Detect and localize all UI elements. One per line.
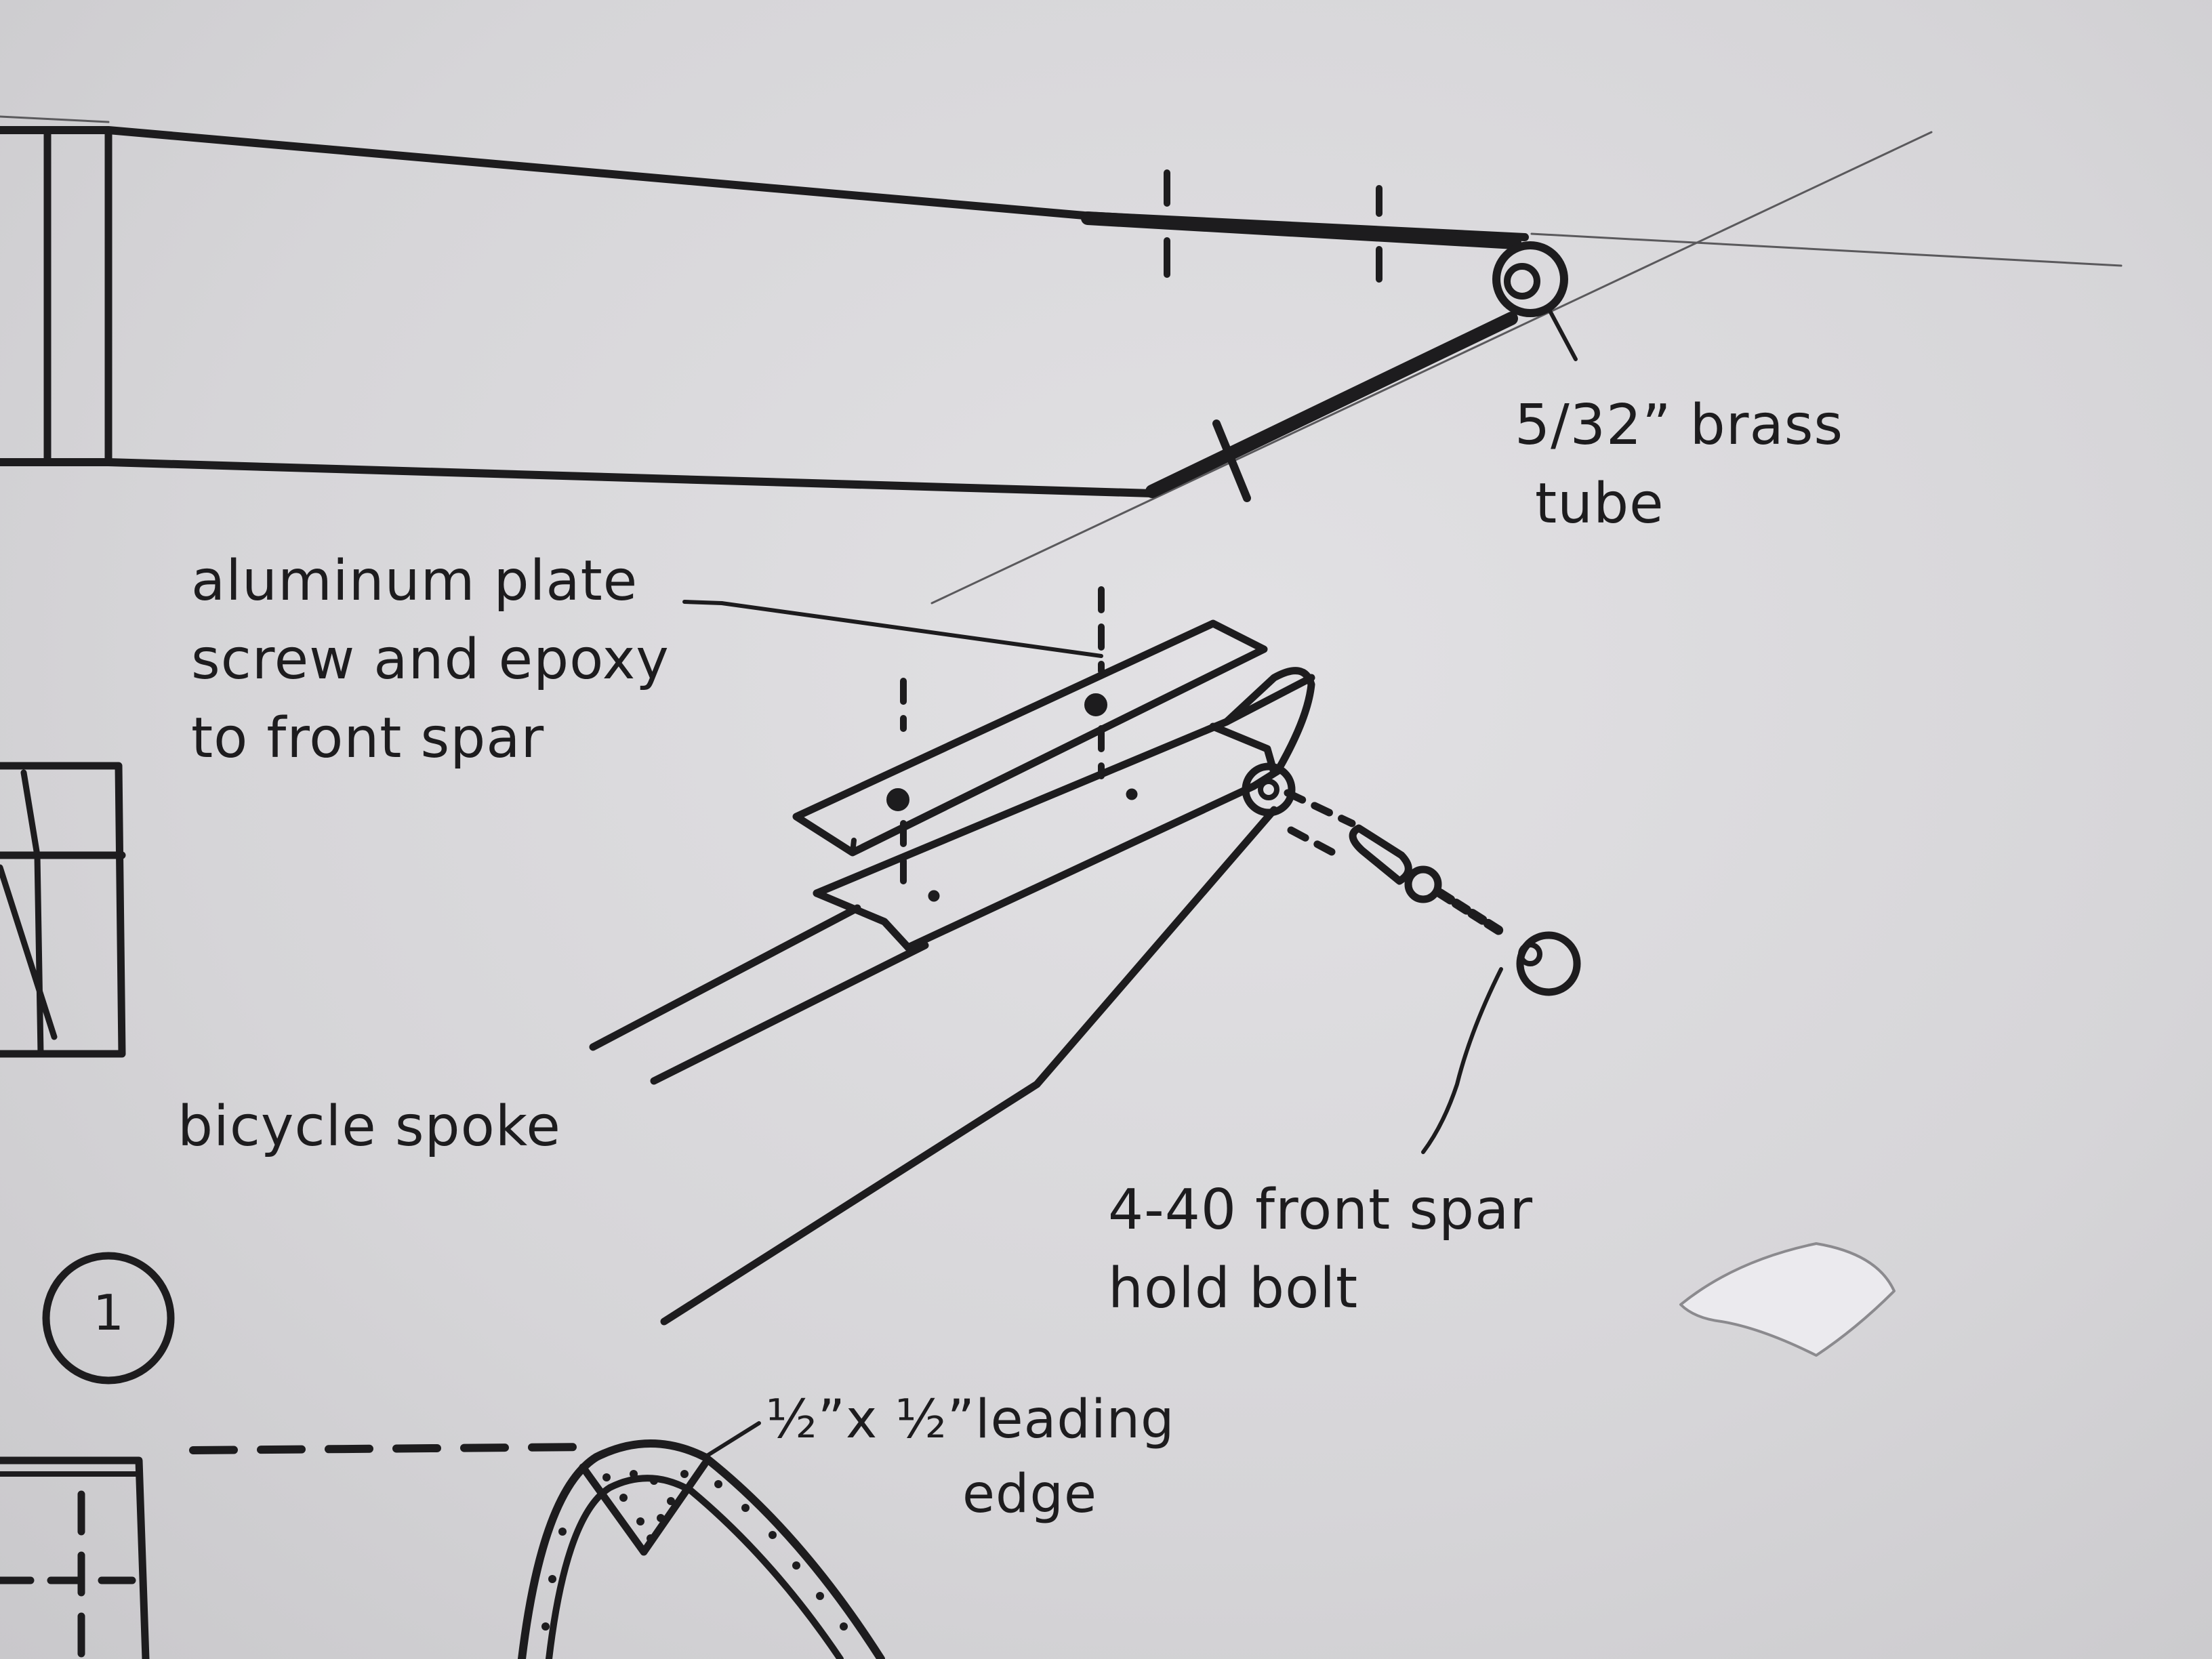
- left-detail-diag: [0, 864, 58, 1040]
- detail-callout-circle: [42, 1252, 175, 1385]
- balsa-stipple: [541, 1470, 848, 1631]
- front-spar-bottom: [904, 767, 1282, 951]
- leading-edge-label-line-2: edge: [962, 1464, 1097, 1525]
- detail-callout-number: 1: [93, 1284, 124, 1341]
- spar-reinforce-upper: [1081, 211, 1521, 249]
- brass-tube-label: 5/32” brass tube: [1515, 386, 1843, 544]
- spar-reinforce-lower: [1145, 312, 1518, 498]
- bolt-nut: [1404, 865, 1442, 903]
- bolt-axis-2: [1287, 826, 1346, 861]
- spar-hole-dot-1: [928, 890, 940, 902]
- wing-tip-upper-edge: [0, 126, 1529, 241]
- brass-tube-inner: [1504, 263, 1540, 300]
- brass-tube-leader: [1547, 306, 1578, 361]
- leading-edge-leader: [703, 1421, 761, 1459]
- spar-eye-inner: [1258, 779, 1279, 800]
- aluminum-plate-label-line-3: to front spar: [191, 706, 545, 771]
- leading-edge-label-line-1: ½”x ½”leading: [766, 1389, 1175, 1450]
- left-detail-brace: [20, 769, 44, 1057]
- wing-tip-lower-edge: [0, 314, 1515, 497]
- guide-line-diagonal: [930, 131, 1933, 605]
- bicycle-spoke-upper: [589, 904, 861, 1051]
- spar-tick-5: [1212, 419, 1251, 502]
- bolt-shank: [1435, 888, 1506, 937]
- screw-head-2: [1084, 693, 1107, 716]
- bolt-axis-1: [1284, 789, 1356, 827]
- bolt-head: [1516, 931, 1581, 996]
- bicycle-spoke-label: bicycle spoke: [178, 1088, 561, 1166]
- bolt-sleeve: [1349, 824, 1412, 885]
- aluminum-plate: [792, 619, 1268, 857]
- aluminum-plate-label: aluminum plate screw and epoxy to front …: [191, 542, 670, 778]
- leading-edge-label: ½”x ½”leading edge: [766, 1382, 1175, 1532]
- guide-line-horizontal: [1530, 232, 2123, 267]
- bicycle-spoke-label-line-1: bicycle spoke: [178, 1094, 561, 1159]
- screw-head-1: [886, 788, 909, 811]
- aluminum-plate-label-line-2: screw and epoxy: [191, 628, 670, 692]
- left-detail-frame: [0, 762, 126, 1058]
- plate-lower-edge: [850, 838, 857, 855]
- brass-tube-outer: [1492, 241, 1568, 317]
- paper-tear: [1679, 1242, 1896, 1357]
- plate-leader: [720, 601, 1103, 658]
- section-dash-line: [189, 1443, 597, 1454]
- airfoil-outer: [518, 1439, 885, 1659]
- bolt-leader: [1421, 967, 1503, 1154]
- plate-label-underline: [682, 600, 724, 605]
- front-spar-tip-loop: [1223, 667, 1315, 775]
- aluminum-plate-label-line-1: aluminum plate: [191, 549, 638, 613]
- leading-edge-block: [579, 1460, 709, 1556]
- spar-bolt-label-line-2: hold bolt: [1108, 1256, 1359, 1321]
- brass-tube-label-line-2: tube: [1535, 472, 1664, 536]
- bicycle-spoke-lower: [650, 941, 929, 1085]
- spar-bolt-label-line-1: 4-40 front spar: [1108, 1178, 1534, 1242]
- bottom-left-part: [0, 1456, 150, 1659]
- spar-hole-dot-2: [1126, 788, 1138, 800]
- guide-line-top-left: [0, 115, 110, 123]
- bolt-head-inner: [1518, 942, 1542, 966]
- bicycle-spoke-long: [660, 806, 1278, 1326]
- front-spar-cap: [813, 889, 912, 951]
- spar-bolt-label: 4-40 front spar hold bolt: [1108, 1171, 1533, 1328]
- spar-eye-outer: [1242, 762, 1296, 817]
- brass-tube-label-line-1: 5/32” brass: [1515, 393, 1844, 457]
